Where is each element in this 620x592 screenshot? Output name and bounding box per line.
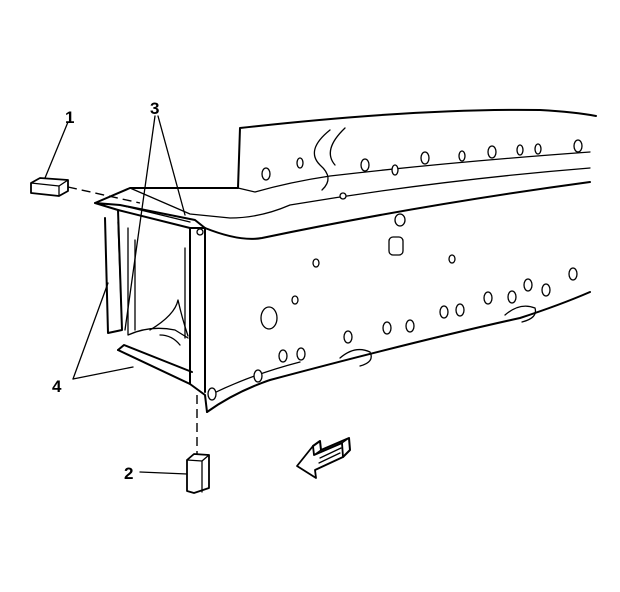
rail-extension (94, 202, 208, 413)
callout-2: 2 (124, 464, 133, 483)
callout-3: 3 (150, 99, 159, 118)
install-lines (67, 186, 198, 455)
part-2-pad (186, 453, 210, 494)
callout-4: 4 (52, 377, 62, 396)
part-1-pad (30, 177, 69, 197)
leader-lines (44, 115, 188, 475)
rail-holes (196, 139, 583, 401)
front-direction-arrow-icon (296, 437, 351, 479)
callout-1: 1 (65, 108, 74, 127)
